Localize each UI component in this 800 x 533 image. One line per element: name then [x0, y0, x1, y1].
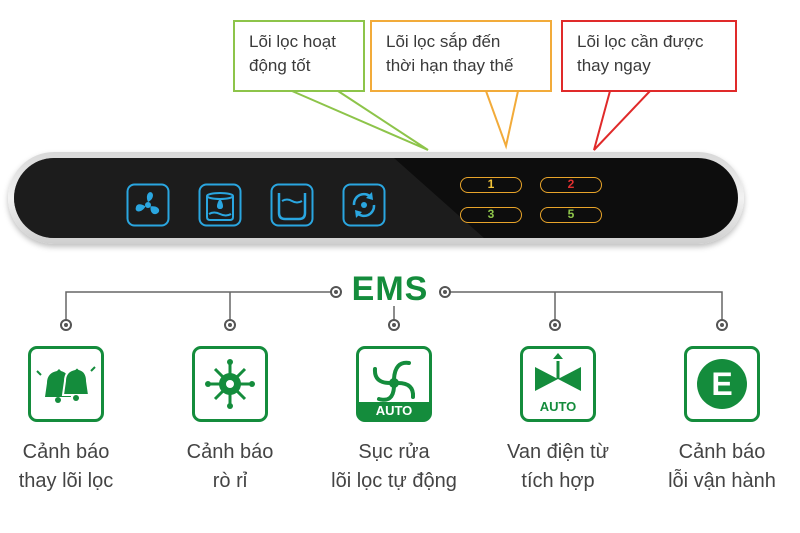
- feature-label-line: lõi lọc tự động: [331, 470, 457, 492]
- callout-text: Lõi lọc sắp đến: [386, 32, 501, 51]
- e-letter: E: [711, 366, 732, 402]
- callout-tails: [291, 90, 651, 151]
- feature-label-line: rò rỉ: [212, 470, 248, 492]
- callout-text: Lõi lọc hoạt: [249, 32, 336, 51]
- callout-text: thay ngay: [577, 56, 651, 75]
- indicator-2: 2: [540, 177, 602, 193]
- feature-label-filter-replace-warning: Cảnh báo thay lõi lọc: [0, 438, 141, 496]
- feature-label-line: Cảnh báo: [186, 441, 274, 463]
- water-tank-icon[interactable]: [198, 183, 242, 227]
- callout-tail-orange: [485, 90, 519, 150]
- ems-title: EMS: [351, 270, 429, 308]
- control-panel-screen: 1 2 3 5: [14, 158, 738, 238]
- feature-label-line: Van điện từ: [507, 441, 609, 463]
- fan-icon[interactable]: [126, 183, 170, 227]
- spiral-auto-icon: AUTO: [356, 346, 432, 422]
- callout-tail-green: [291, 90, 429, 151]
- e-circle-icon: E: [684, 346, 760, 422]
- feature-label-line: Sục rửa: [358, 441, 430, 463]
- callout-text: động tốt: [249, 56, 311, 75]
- auto-badge-text: AUTO: [376, 403, 413, 418]
- indicator-label: 3: [487, 207, 495, 221]
- feature-label-line: Cảnh báo: [22, 441, 110, 463]
- feature-label-solenoid-valve: Van điện từ tích hợp: [483, 438, 633, 496]
- indicator-label: 2: [567, 177, 575, 191]
- feature-label-line: lỗi vận hành: [668, 470, 776, 492]
- valve-auto-icon: AUTO: [520, 346, 596, 422]
- indicator-3: 3: [460, 207, 522, 223]
- callout-tail-red: [593, 90, 651, 151]
- feature-label-line: thay lõi lọc: [18, 470, 114, 492]
- panel-gloss: [14, 158, 484, 238]
- leak-sensor-icon: [192, 346, 268, 422]
- feature-label-leak-warning: Cảnh báo rò rỉ: [155, 438, 305, 496]
- indicator-1: 1: [460, 177, 522, 193]
- feature-label-line: tích hợp: [521, 470, 595, 492]
- callout-text: Lõi lọc cần được: [577, 32, 704, 51]
- control-panel: 1 2 3 5: [8, 152, 744, 244]
- callout-filter-replace: Lõi lọc cần được thay ngay: [561, 20, 737, 92]
- callout-text: thời hạn thay thế: [386, 56, 514, 75]
- feature-label-line: Cảnh báo: [678, 441, 766, 463]
- indicator-label: 1: [487, 177, 495, 191]
- indicator-label: 5: [567, 207, 575, 221]
- auto-label-text: AUTO: [540, 399, 577, 414]
- recycle-icon[interactable]: [342, 183, 386, 227]
- bells-icon: [28, 346, 104, 422]
- feature-label-operation-error: Cảnh báo lỗi vận hành: [647, 438, 797, 496]
- feature-label-auto-flush: Sục rửa lõi lọc tự động: [319, 438, 469, 496]
- callout-filter-good: Lõi lọc hoạt động tốt: [233, 20, 365, 92]
- indicator-5: 5: [540, 207, 602, 223]
- callout-filter-expiring: Lõi lọc sắp đến thời hạn thay thế: [370, 20, 552, 92]
- basin-icon[interactable]: [270, 183, 314, 227]
